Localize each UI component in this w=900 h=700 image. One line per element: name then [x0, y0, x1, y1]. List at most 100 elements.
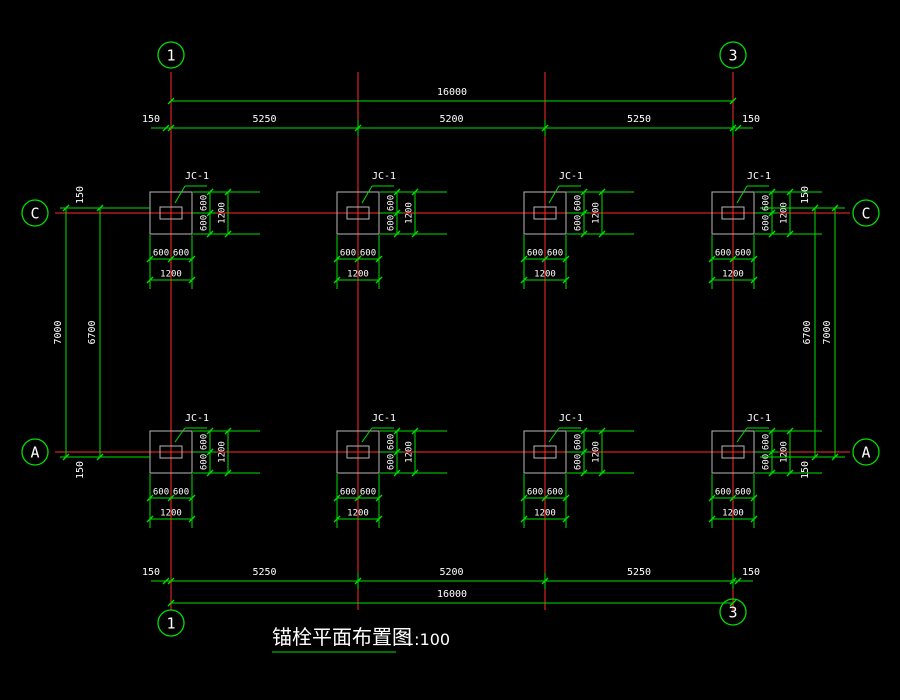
footing-dim-half-bottom: 600 — [387, 454, 397, 470]
axis-bubble-circle — [719, 41, 747, 69]
anchor-plate — [721, 206, 745, 220]
footing-dim-full-horizontal: 1200 — [534, 509, 556, 519]
footing-dim-half-left: 600 — [340, 249, 356, 259]
footing-outline — [149, 191, 193, 235]
axis-bubble-circle — [852, 438, 880, 466]
tick — [167, 599, 175, 607]
footing-dim-half-top: 600 — [387, 434, 397, 450]
axis-bubble-bottom-1: 1 — [157, 609, 185, 637]
footing-leader — [174, 185, 186, 204]
tick — [411, 230, 419, 238]
tick — [786, 427, 794, 435]
tick — [393, 427, 401, 435]
tick — [750, 276, 758, 284]
footing-dim-half-top: 600 — [574, 195, 584, 211]
overall-dim-text: 16000 — [437, 87, 467, 98]
footing-leader — [736, 185, 748, 204]
axis-bubble-label: C — [861, 205, 870, 223]
span-dim-text: 5250 — [627, 114, 651, 125]
footing-dim-full-vertical: 1200 — [218, 202, 228, 224]
axis-bubble-bottom-3: 3 — [719, 598, 747, 626]
tick — [206, 448, 214, 456]
footing-dim-full-vertical: 1200 — [405, 441, 415, 463]
footing-dim-half-bottom: 600 — [762, 454, 772, 470]
footing-dim-half-bottom: 600 — [762, 215, 772, 231]
tick — [224, 188, 232, 196]
footing-dim-half-left: 600 — [340, 488, 356, 498]
footing-label: JC-1 — [747, 413, 771, 424]
tick — [786, 188, 794, 196]
anchor-plate — [159, 445, 183, 459]
tick — [375, 494, 383, 502]
footing-dim-full-vertical: 1200 — [780, 202, 790, 224]
tick — [768, 230, 776, 238]
footing-leader — [548, 427, 560, 443]
footing-dim-half-bottom: 600 — [574, 454, 584, 470]
footing-dim-full-horizontal: 1200 — [347, 270, 369, 280]
tick — [411, 469, 419, 477]
footing-dim-half-top: 600 — [574, 434, 584, 450]
footing-dim-half-left: 600 — [715, 249, 731, 259]
axis-grid-lines — [55, 72, 850, 610]
edge-dim-text-right: 150 — [742, 567, 760, 578]
tick — [393, 448, 401, 456]
tick — [520, 515, 528, 523]
row-outer-dim-text: 7000 — [822, 320, 833, 344]
tick — [598, 469, 606, 477]
footing-dim-full-vertical: 1200 — [218, 441, 228, 463]
footing-outline — [523, 430, 567, 474]
tick — [520, 255, 528, 263]
footing-dim-full-vertical: 1200 — [592, 441, 602, 463]
tick — [188, 515, 196, 523]
footing-leader — [736, 427, 748, 443]
footing-leader — [361, 185, 373, 204]
tick — [167, 97, 175, 105]
tick — [224, 230, 232, 238]
tick — [393, 188, 401, 196]
row-inner-dim-text: 6700 — [802, 320, 813, 344]
tick — [206, 230, 214, 238]
tick — [146, 515, 154, 523]
footing-dim-half-left: 600 — [527, 488, 543, 498]
tick — [786, 469, 794, 477]
tick — [541, 255, 549, 263]
axis-bubble-label: C — [30, 205, 39, 223]
tick — [598, 427, 606, 435]
tick — [146, 494, 154, 502]
footing-leader — [174, 427, 186, 443]
tick — [729, 97, 737, 105]
footing-dim-half-left: 600 — [153, 488, 169, 498]
tick — [580, 209, 588, 217]
tick — [598, 230, 606, 238]
anchor-plate — [721, 445, 745, 459]
anchor-plate — [159, 206, 183, 220]
axis-bubble-label: A — [30, 444, 39, 462]
tick — [708, 276, 716, 284]
footing-dim-half-bottom: 600 — [574, 215, 584, 231]
tick — [167, 577, 175, 585]
footing-outline — [523, 191, 567, 235]
footing-dim-full-vertical: 1200 — [405, 202, 415, 224]
tick — [708, 515, 716, 523]
footing-label: JC-1 — [747, 171, 771, 182]
row-inner-dim-text: 6700 — [87, 320, 98, 344]
row-edge-dim-text-top: 150 — [75, 186, 86, 204]
tick — [580, 469, 588, 477]
edge-dim-text-left: 150 — [142, 567, 160, 578]
row-edge-dim-text-bottom: 150 — [800, 461, 811, 479]
tick — [562, 515, 570, 523]
tick — [768, 209, 776, 217]
anchor-plate — [346, 445, 370, 459]
axis-bubble-top-3: 3 — [719, 41, 747, 69]
footing-leader — [361, 427, 373, 443]
tick — [146, 255, 154, 263]
footing-outline — [149, 430, 193, 474]
tick — [333, 494, 341, 502]
